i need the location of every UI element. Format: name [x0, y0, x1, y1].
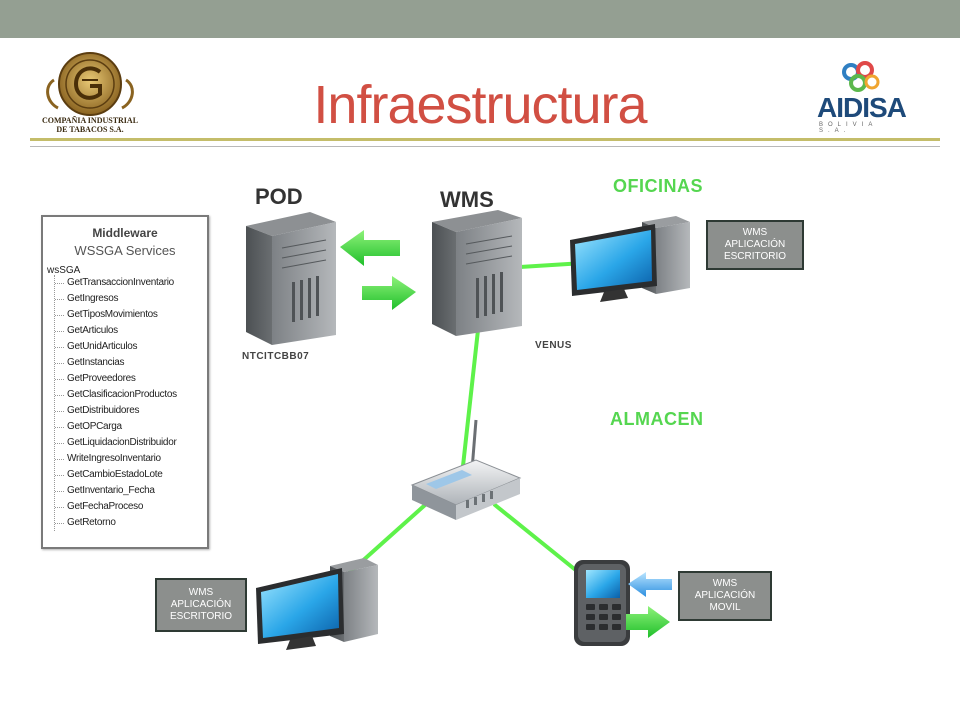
server-tower-icon — [432, 210, 522, 336]
aidisa-logo: AIDISA BOLIVIA S.A. — [815, 58, 910, 134]
logo-left-line1: COMPAÑIA INDUSTRIAL — [41, 116, 139, 125]
link-router-mobile — [493, 503, 590, 582]
arrow-out-green-icon — [626, 606, 670, 638]
middleware-panel: Middleware WSSGA Services wsSGA GetTrans… — [41, 215, 209, 549]
pod-label: POD — [255, 184, 303, 209]
middleware-title: Middleware — [92, 226, 158, 240]
service-root: wsSGA — [47, 265, 81, 276]
aidisa-rings-icon — [842, 61, 880, 92]
service-method: GetFechaProceso — [55, 499, 205, 515]
arrow-right-icon — [362, 276, 416, 310]
service-method: GetLiquidacionDistribuidor — [55, 435, 205, 451]
box-line: APLICACIÓN — [694, 590, 756, 601]
service-method: GetDistribuidores — [55, 403, 205, 419]
box-line: WMS — [188, 587, 214, 598]
aidisa-sub: BOLIVIA S.A. — [819, 122, 878, 134]
wireless-router-icon — [410, 419, 522, 520]
arrow-left-icon — [340, 230, 400, 266]
mobile-phone-icon — [574, 560, 630, 646]
box-line: APLICACIÓN — [170, 599, 232, 610]
box-line: ESCRITORIO — [723, 251, 787, 262]
top-bar — [0, 0, 960, 38]
pod-host-label: NTCITCBB07 — [242, 351, 310, 362]
link-wms-router — [460, 328, 480, 477]
zone-offices-label: OFICINAS — [613, 176, 704, 196]
company-logo-tabacos: COMPAÑIA INDUSTRIAL DE TABACOS S.A. — [30, 50, 150, 140]
title-rule — [30, 138, 940, 141]
page-title: Infraestructura — [313, 75, 647, 135]
service-method: GetCambioEstadoLote — [55, 467, 205, 483]
service-method: WriteIngresoInventario — [55, 451, 205, 467]
tabacos-emblem-icon — [46, 52, 134, 116]
service-method: GetOPCarga — [55, 419, 205, 435]
logo-left-line2: DE TABACOS S.A. — [56, 125, 124, 134]
service-method: GetTransaccionInventario — [55, 275, 205, 291]
service-method: GetUnidArticulos — [55, 339, 205, 355]
box-line: MOVIL — [709, 602, 741, 613]
wms-host-label: VENUS — [535, 340, 572, 351]
service-method: GetArticulos — [55, 323, 205, 339]
arrow-in-blue-icon — [628, 572, 672, 597]
service-method: GetProveedores — [55, 371, 205, 387]
aidisa-brand: AIDISA — [817, 92, 907, 123]
zone-warehouse-label: ALMACEN — [610, 409, 704, 429]
service-method: GetRetorno — [55, 515, 205, 531]
desktop-computer-icon — [256, 558, 378, 650]
box-line: APLICACIÓN — [724, 239, 786, 250]
service-method-list: GetTransaccionInventario GetIngresos Get… — [54, 275, 205, 531]
service-method: GetTiposMovimientos — [55, 307, 205, 323]
wms-label: WMS — [440, 187, 494, 212]
warehouse-desktop-app-box: WMS APLICACIÓN ESCRITORIO — [155, 578, 247, 632]
service-method: GetInstancias — [55, 355, 205, 371]
service-method: GetInventario_Fecha — [55, 483, 205, 499]
office-desktop-app-box: WMS APLICACIÓN ESCRITORIO — [706, 220, 804, 270]
box-line: WMS — [742, 227, 768, 238]
box-line: WMS — [712, 578, 738, 589]
desktop-computer-icon — [570, 216, 690, 302]
server-tower-icon — [246, 212, 336, 345]
box-line: ESCRITORIO — [169, 611, 233, 622]
service-method: GetClasificacionProductos — [55, 387, 205, 403]
mobile-app-box: WMS APLICACIÓN MOVIL — [678, 571, 772, 621]
middleware-subtitle: WSSGA Services — [74, 243, 176, 258]
service-method: GetIngresos — [55, 291, 205, 307]
title-rule-thin — [30, 146, 940, 147]
